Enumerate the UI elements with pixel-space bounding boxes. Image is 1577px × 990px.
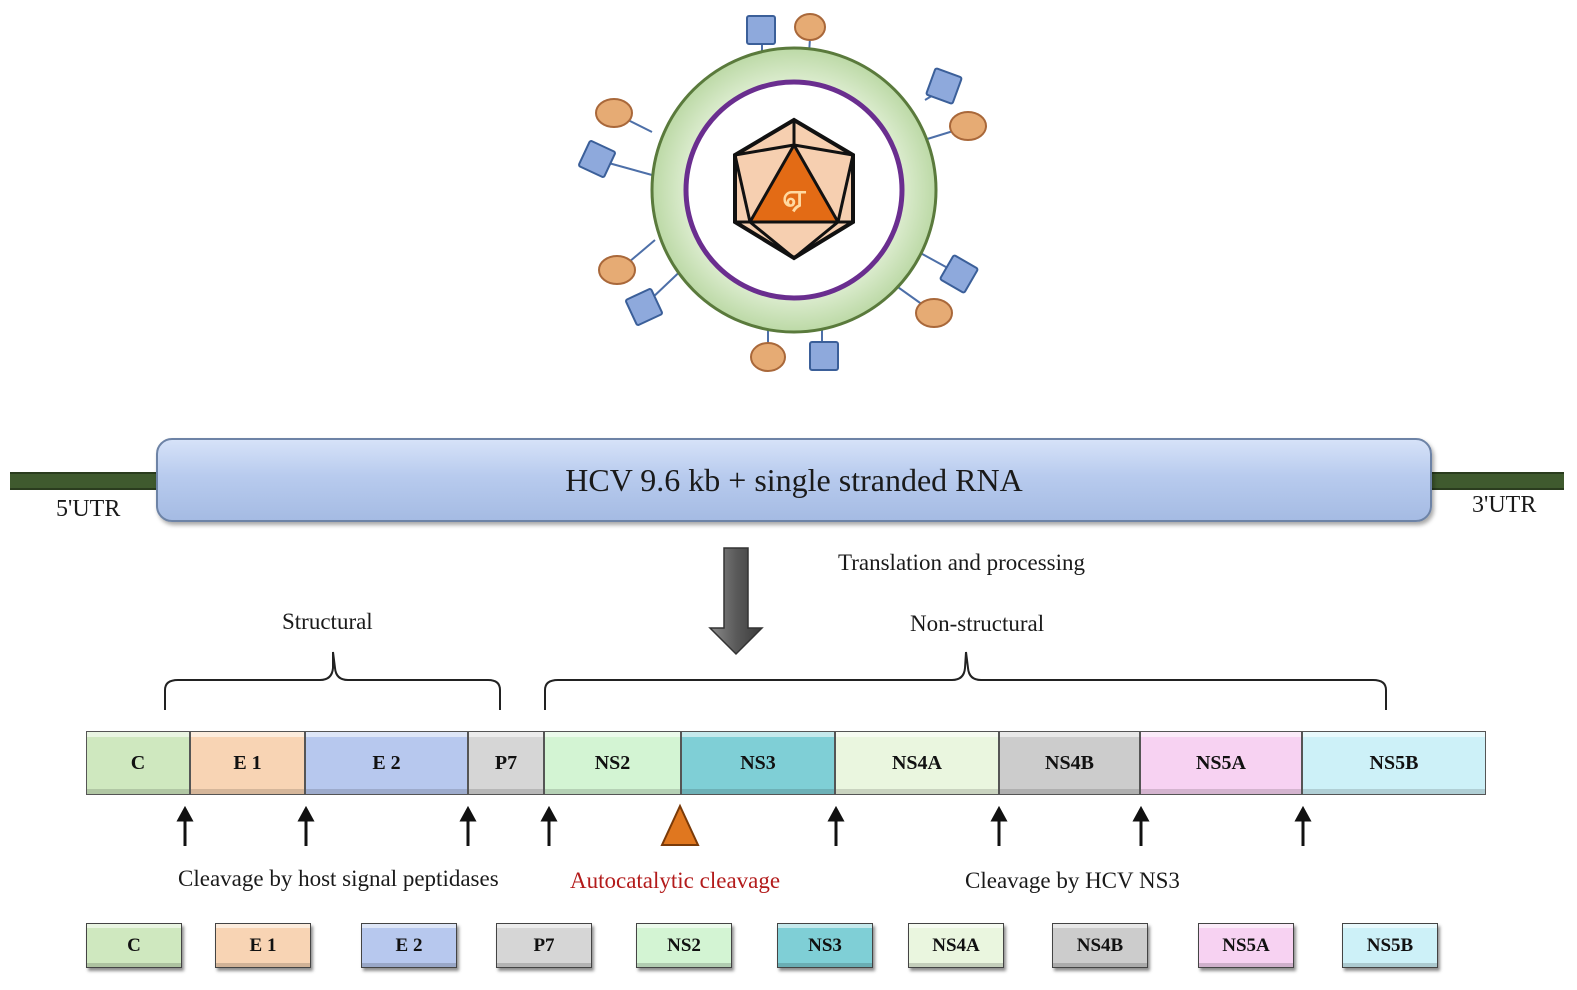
translation-label: Translation and processing — [838, 550, 1086, 575]
cleavage-arrow-icon — [540, 805, 558, 846]
protein-product-p7: P7 — [496, 923, 592, 968]
protein-product-ns5b: NS5B — [1342, 923, 1438, 968]
structural-label: Structural — [282, 609, 373, 634]
protein-product-ns5a: NS5A — [1198, 923, 1294, 968]
autocatalytic-cleavage-triangle-icon — [660, 803, 700, 846]
protein-product-ns4b: NS4B — [1052, 923, 1148, 968]
polyprotein-segment-ns5a: NS5A — [1140, 731, 1302, 795]
ns3-cleavage-label: Cleavage by HCV NS3 — [965, 868, 1180, 893]
translation-arrow-icon — [708, 547, 764, 656]
nonstructural-label: Non-structural — [910, 611, 1045, 636]
cleavage-arrow-icon — [1132, 805, 1150, 846]
polyprotein-segment-ns3: NS3 — [681, 731, 835, 795]
cleavage-arrow-icon — [297, 805, 315, 846]
polyprotein-segment-e1: E 1 — [190, 731, 305, 795]
e2-glycoprotein-squares — [578, 15, 979, 371]
polyprotein-segment-p7: P7 — [468, 731, 544, 795]
polyprotein-segment-ns4a: NS4A — [835, 731, 999, 795]
protein-product-ns2: NS2 — [636, 923, 732, 968]
cleavage-arrow-icon — [176, 805, 194, 846]
rna-genome-glyph: ஏ — [782, 179, 806, 214]
nonstructural-brace — [544, 651, 1387, 710]
protein-product-e2: E 2 — [361, 923, 457, 968]
e1-glycoprotein-ovals — [595, 13, 987, 372]
host-cleavage-label: Cleavage by host signal peptidases — [178, 866, 499, 891]
cleavage-arrow-icon — [459, 805, 477, 846]
hcv-rna-genome-bar: HCV 9.6 kb + single stranded RNA — [156, 438, 1432, 522]
capsid-icon — [733, 117, 855, 261]
polyprotein-segment-ns5b: NS5B — [1302, 731, 1486, 795]
five-prime-utr-label: 5'UTR — [56, 496, 121, 522]
genome-label: HCV 9.6 kb + single stranded RNA — [565, 461, 1023, 498]
cleavage-arrow-icon — [990, 805, 1008, 846]
protein-product-e1: E 1 — [215, 923, 311, 968]
hcv-virion-illustration: ஏ — [578, 13, 987, 372]
polyprotein-segment-e2: E 2 — [305, 731, 468, 795]
protein-product-c: C — [86, 923, 182, 968]
cleavage-arrow-icon — [1294, 805, 1312, 846]
three-prime-utr-label: 3'UTR — [1472, 492, 1537, 518]
cleavage-arrow-icon — [827, 805, 845, 846]
cleavage-arrows — [176, 805, 1312, 846]
autocatalytic-cleavage-label: Autocatalytic cleavage — [570, 868, 781, 893]
structural-brace — [164, 651, 501, 710]
polyprotein-segment-ns2: NS2 — [544, 731, 681, 795]
protein-product-ns4a: NS4A — [908, 923, 1004, 968]
three-prime-utr-line — [1424, 472, 1564, 490]
polyprotein-segment-ns4b: NS4B — [999, 731, 1140, 795]
polyprotein-segment-c: C — [86, 731, 190, 795]
protein-product-ns3: NS3 — [777, 923, 873, 968]
five-prime-utr-line — [10, 472, 160, 490]
